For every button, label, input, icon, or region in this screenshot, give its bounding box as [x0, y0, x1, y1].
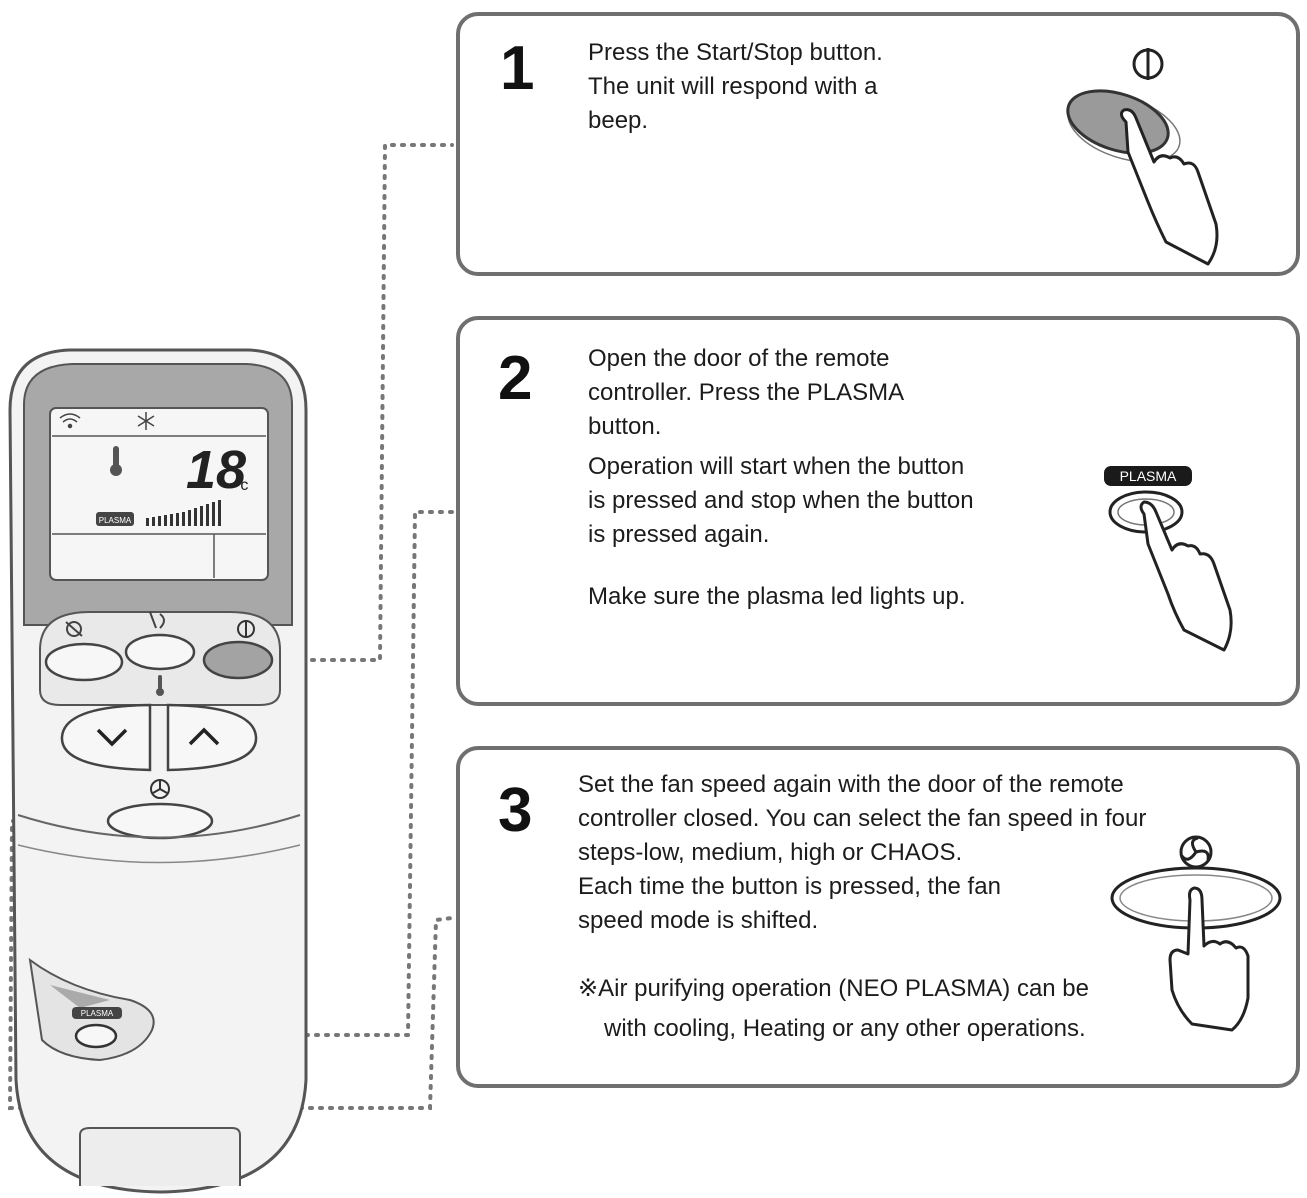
leader-line-step1 [260, 143, 454, 662]
step-1-line: Press the Start/Stop button. [588, 39, 883, 66]
lcd-plasma-label: PLASMA [99, 516, 132, 525]
remote-door-plasma-badge [72, 1007, 122, 1019]
start-stop-press-illustration [1060, 48, 1219, 266]
remote-start-stop-button[interactable] [202, 640, 274, 680]
step-2-line: button. [588, 413, 662, 440]
swing-icon [65, 621, 83, 637]
thermometer-icon [110, 446, 122, 476]
step-3-line: steps-low, medium, high or CHAOS. [578, 839, 963, 866]
lcd-plasma-indicator [96, 512, 134, 526]
plasma-label-text: PLASMA [1120, 468, 1177, 484]
remote-mode-button[interactable] [124, 633, 196, 671]
remote-door-plasma-label: PLASMA [81, 1009, 114, 1018]
step-2-line: is pressed again. [588, 521, 770, 548]
step-2-line: controller. Press the PLASMA [588, 379, 905, 406]
step-3-note-line1: ※Air purifying operation (NEO PLASMA) ca… [578, 975, 1089, 1002]
pointing-hand-icon [1168, 886, 1250, 1032]
step-1-line: The unit will respond with a [588, 73, 878, 100]
remote-fan-speed-button[interactable] [106, 802, 214, 840]
step-3-line: Each time the button is pressed, the fan [578, 873, 1001, 900]
step-2-text-block1: Open the door of the remote controller. … [588, 342, 904, 444]
lcd-unit: °c [234, 477, 248, 494]
step-1-number: 1 [500, 34, 535, 103]
step-3-line: speed mode is shifted. [578, 907, 819, 934]
plasma-label-badge [1104, 466, 1192, 486]
step-1-text: Press the Start/Stop button. The unit wi… [588, 36, 883, 138]
chevron-up-icon [188, 727, 220, 746]
step-3-number: 3 [498, 776, 533, 845]
step-2-number: 2 [498, 344, 533, 413]
step-3-line: controller closed. You can select the fa… [578, 805, 1147, 832]
step-3-box: 3 Set the fan speed again with the door … [456, 746, 1300, 1088]
step-2-note: Make sure the plasma led lights up. [588, 583, 966, 610]
remote-thermo-icon-small [156, 675, 164, 696]
step-3-note-line2: with cooling, Heating or any other opera… [604, 1015, 1086, 1042]
step-2-line: Open the door of the remote [588, 345, 890, 372]
step-2-line: is pressed and stop when the button [588, 487, 974, 514]
snowflake-icon [137, 412, 155, 430]
step-3-line: Set the fan speed again with the door of… [578, 771, 1124, 798]
step-2-box: 2 Open the door of the remote controller… [456, 316, 1300, 706]
chevron-down-icon [96, 728, 128, 747]
pointing-hand-icon [1139, 500, 1233, 652]
step-3-text-block2: Each time the button is pressed, the fan… [578, 870, 1001, 938]
lcd-temperature: 18 [186, 440, 246, 500]
step-1-box: 1 Press the Start/Stop button. The unit … [456, 12, 1300, 276]
remote-swing-button[interactable] [44, 642, 124, 682]
plasma-press-illustration: PLASMA [1104, 466, 1233, 652]
step-3-text-block1: Set the fan speed again with the door of… [578, 768, 1146, 870]
battery-cover [79, 1127, 241, 1186]
fan-icon-small [150, 779, 170, 799]
fan-speed-bars [146, 500, 221, 526]
remote-plasma-button[interactable] [74, 1023, 118, 1049]
start-stop-button-large[interactable] [1060, 79, 1176, 164]
step-2-text-block2: Operation will start when the button is … [588, 450, 974, 552]
mode-icon [149, 611, 165, 629]
power-icon-small [237, 620, 255, 638]
step-2-line: Operation will start when the button [588, 453, 965, 480]
step-1-line: beep. [588, 107, 649, 134]
fan-icon [1179, 835, 1213, 869]
signal-icon [59, 413, 81, 429]
power-icon [1132, 48, 1164, 80]
pointing-hand-icon [1119, 108, 1219, 266]
fan-speed-press-illustration [1110, 835, 1282, 1032]
